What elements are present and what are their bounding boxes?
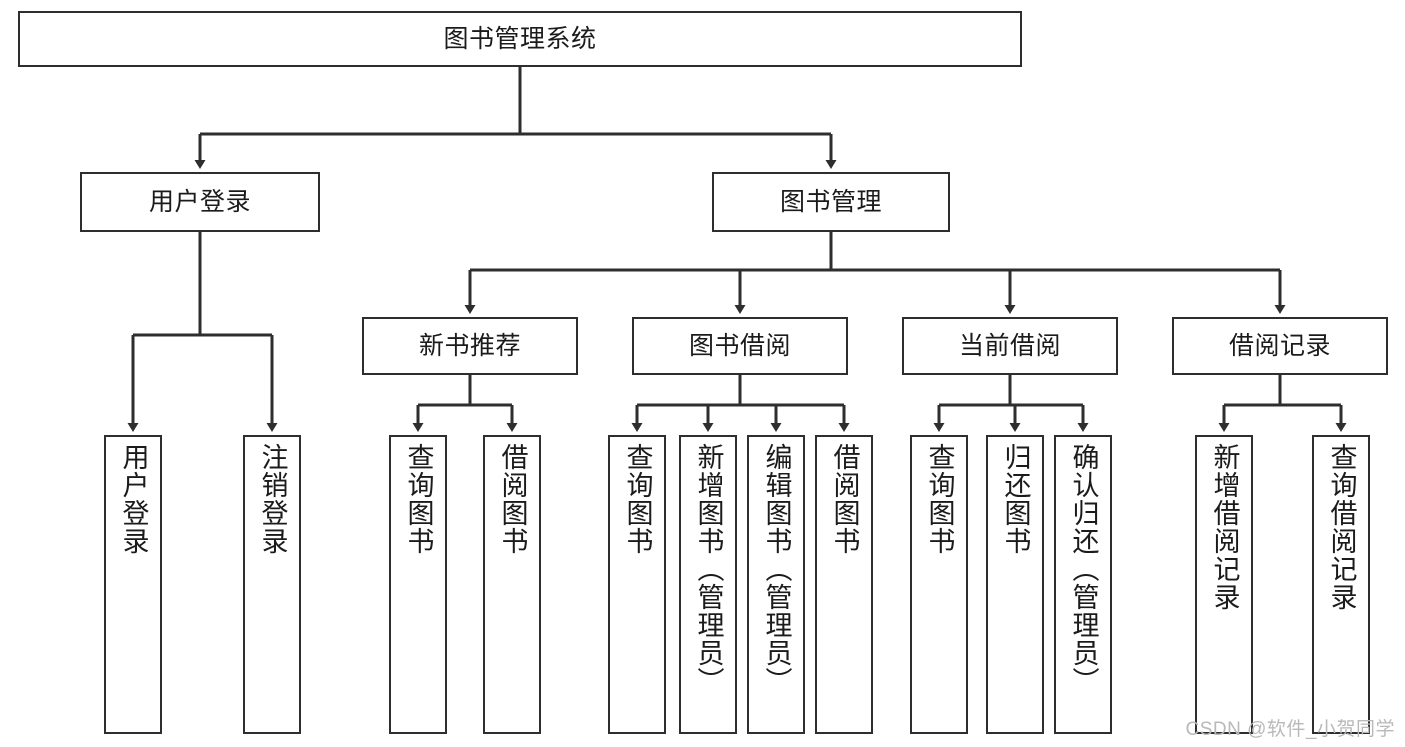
node-label-current: 当前借阅 [958, 331, 1061, 360]
node-label-leaf-borrow-2: 新增图书（管理员） [693, 443, 724, 695]
node-label-leaf-rec-1: 新增借阅记录 [1209, 443, 1240, 611]
node-leaf-cur-1[interactable]: 查询图书 [910, 435, 968, 734]
node-label-leaf-login-1: 用户登录 [118, 443, 149, 555]
node-label-root: 图书管理系统 [443, 24, 597, 53]
node-label-records: 借阅记录 [1228, 331, 1331, 360]
node-label-newbook: 新书推荐 [418, 331, 521, 360]
node-label-leaf-login-2: 注销登录 [257, 443, 288, 555]
node-login[interactable]: 用户登录 [80, 172, 320, 232]
node-label-leaf-cur-2: 归还图书 [1000, 443, 1031, 555]
node-leaf-borrow-2[interactable]: 新增图书（管理员） [679, 435, 737, 734]
node-label-leaf-cur-1: 查询图书 [924, 443, 955, 555]
node-label-leaf-borrow-3: 编辑图书（管理员） [761, 443, 792, 695]
node-label-leaf-rec-2: 查询借阅记录 [1326, 443, 1357, 611]
node-label-leaf-cur-3: 确认归还（管理员） [1068, 443, 1099, 695]
node-leaf-borrow-3[interactable]: 编辑图书（管理员） [747, 435, 805, 734]
node-leaf-login-1[interactable]: 用户登录 [104, 435, 162, 734]
watermark-label: CSDN @软件_小贺同学 [1185, 719, 1395, 740]
node-leaf-borrow-4[interactable]: 借阅图书 [815, 435, 873, 734]
node-leaf-rec-1[interactable]: 新增借阅记录 [1195, 435, 1253, 734]
node-leaf-cur-2[interactable]: 归还图书 [986, 435, 1044, 734]
node-label-leaf-borrow-4: 借阅图书 [829, 443, 860, 555]
node-current[interactable]: 当前借阅 [902, 317, 1118, 375]
node-borrow[interactable]: 图书借阅 [632, 317, 848, 375]
node-bookmgmt[interactable]: 图书管理 [712, 172, 950, 232]
node-leaf-new-2[interactable]: 借阅图书 [483, 435, 541, 734]
node-label-leaf-new-2: 借阅图书 [497, 443, 528, 555]
node-label-login: 用户登录 [148, 187, 251, 216]
node-leaf-rec-2[interactable]: 查询借阅记录 [1312, 435, 1370, 734]
node-label-borrow: 图书借阅 [688, 331, 791, 360]
node-label-leaf-new-1: 查询图书 [403, 443, 434, 555]
node-root[interactable]: 图书管理系统 [18, 11, 1022, 67]
node-newbook[interactable]: 新书推荐 [362, 317, 578, 375]
node-leaf-borrow-1[interactable]: 查询图书 [608, 435, 666, 734]
node-leaf-new-1[interactable]: 查询图书 [389, 435, 447, 734]
node-label-leaf-borrow-1: 查询图书 [622, 443, 653, 555]
node-records[interactable]: 借阅记录 [1172, 317, 1388, 375]
node-leaf-login-2[interactable]: 注销登录 [243, 435, 301, 734]
node-label-bookmgmt: 图书管理 [779, 187, 882, 216]
node-leaf-cur-3[interactable]: 确认归还（管理员） [1054, 435, 1112, 734]
